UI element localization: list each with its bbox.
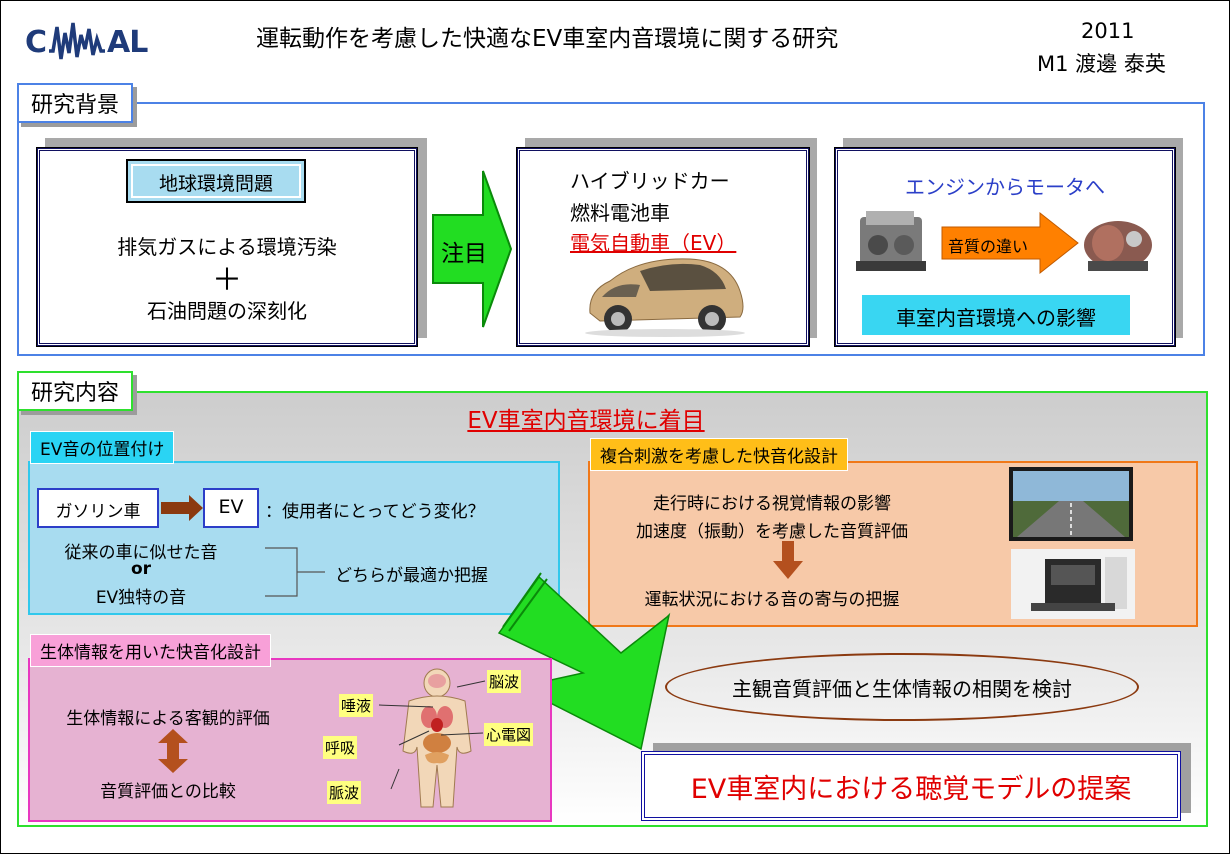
author: M1 渡邊 泰英 <box>1037 52 1166 76</box>
driving-condition-text: 運転状況における音の寄与の把握 <box>644 590 900 610</box>
sound-difference-label: 音質の違い <box>948 237 1029 256</box>
simulator-image <box>1011 549 1135 619</box>
cabin-impact-box: 車室内音環境への影響 <box>862 295 1130 335</box>
year: 2011 <box>1081 19 1135 43</box>
or-text: or <box>130 559 152 579</box>
change-arrow <box>161 495 203 521</box>
ev-box: EV <box>203 488 259 528</box>
label-brainwave: 脳波 <box>487 670 522 693</box>
environment-card: 地球環境問題 排気ガスによる環境汚染 ＋ 石油問題の深刻化 <box>36 147 418 347</box>
correlation-text: 主観音質評価と生体情報の相関を検討 <box>732 677 1072 701</box>
label-pulse: 脈波 <box>327 781 362 804</box>
down-arrow-brown <box>773 541 803 579</box>
user-change-question: ：使用者にとってどう変化？ <box>265 502 485 522</box>
visual-info-text: 走行時における視覚情報の影響 <box>653 494 891 514</box>
body-label-leaders <box>378 680 486 790</box>
camal-logo: C AL <box>23 19 163 64</box>
plus-sign: ＋ <box>212 263 242 298</box>
bio-info-title: 生体情報を用いた快音化設計 <box>30 634 271 667</box>
which-optimal-text: どちらが最適か把握 <box>335 566 488 586</box>
fuel-cell-text: 燃料電池車 <box>570 201 670 225</box>
composite-stimuli-title: 複合刺激を考慮した快音化設計 <box>590 438 848 471</box>
gasoline-car-box: ガソリン車 <box>37 488 159 528</box>
focus-arrow: 注目 <box>431 167 513 331</box>
comparison-text: 音質評価との比較 <box>100 782 236 802</box>
engine-to-motor-heading: エンジンからモータへ <box>905 175 1105 199</box>
label-saliva: 唾液 <box>339 694 374 717</box>
ev-text: 電気自動車（EV） <box>570 231 737 255</box>
double-arrow-brown <box>158 729 188 773</box>
section-tab-content: 研究内容 <box>17 371 134 411</box>
ev-sound-title: EV音の位置付け <box>30 431 175 464</box>
engine-motor-card: エンジンからモータへ 音質の違い 車室内音環境への影響 <box>834 147 1176 347</box>
road-image <box>1009 467 1133 541</box>
ev-sound-box <box>28 461 560 615</box>
environment-heading: 地球環境問題 <box>158 173 273 195</box>
hybrid-car-text: ハイブリッドカー <box>570 169 730 193</box>
proposal-box: EV車室内における聴覚モデルの提案 <box>641 751 1181 821</box>
label-ecg: 心電図 <box>484 723 534 746</box>
results-arrow <box>497 572 671 751</box>
environment-heading-box: 地球環境問題 <box>126 159 306 203</box>
vehicle-types-card: ハイブリッドカー 燃料電池車 電気自動車（EV） <box>516 147 810 347</box>
focus-arrow-label: 注目 <box>441 241 487 267</box>
engine-image <box>856 211 926 271</box>
objective-eval-text: 生体情報による客観的評価 <box>66 709 270 729</box>
ev-box-label: EV <box>218 496 244 518</box>
ev-car-image <box>585 258 745 337</box>
body-illustration <box>402 668 472 808</box>
svg-text:C: C <box>25 25 46 60</box>
motor-image <box>1084 221 1152 271</box>
proposal-text: EV車室内における聴覚モデルの提案 <box>690 774 1132 805</box>
page-title: 運転動作を考慮した快適なEV車室内音環境に関する研究 <box>256 26 839 52</box>
exhaust-text: 排気ガスによる環境汚染 <box>117 235 337 259</box>
svg-text:AL: AL <box>107 25 148 60</box>
section-tab-background: 研究背景 <box>17 83 134 123</box>
conventional-sound-option: 従来の車に似せた音 <box>64 543 218 563</box>
ev-unique-sound-option: EV独特の音 <box>95 588 187 608</box>
label-respiration: 呼吸 <box>323 736 358 759</box>
focus-heading: EV車室内音環境に着目 <box>467 408 705 434</box>
oil-text: 石油問題の深刻化 <box>147 299 307 323</box>
sound-difference-arrow <box>941 211 1079 275</box>
cabin-impact-text: 車室内音環境への影響 <box>896 306 1096 330</box>
correlation-ellipse: 主観音質評価と生体情報の相関を検討 <box>665 653 1139 721</box>
acceleration-text: 加速度（振動）を考慮した音質評価 <box>636 522 908 542</box>
gasoline-car-label: ガソリン車 <box>55 502 141 522</box>
bracket-line <box>265 547 325 597</box>
